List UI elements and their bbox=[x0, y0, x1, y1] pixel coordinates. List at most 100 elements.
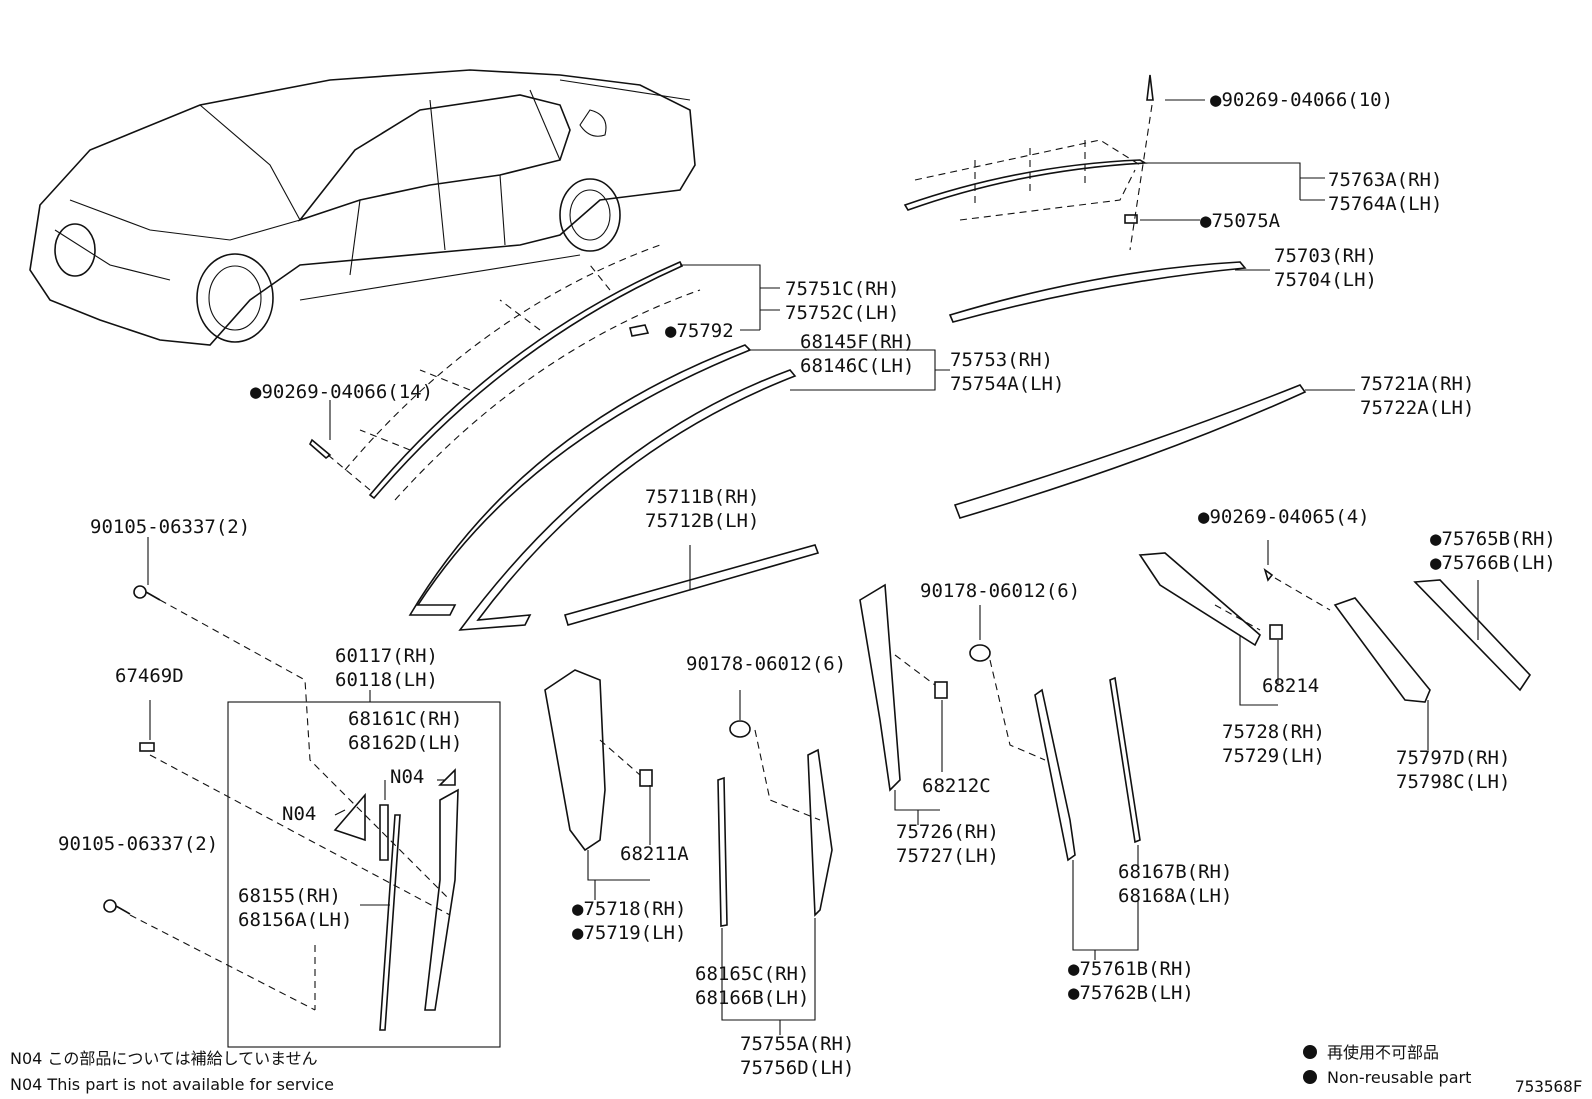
part-label: 90105-06337(2) bbox=[58, 833, 218, 855]
part-label: 90105-06337(2) bbox=[90, 516, 250, 538]
front-door-frame bbox=[408, 344, 752, 616]
leader-lines bbox=[147, 99, 1479, 1035]
molding-75765 bbox=[1413, 579, 1532, 692]
part-label: ●90269-04065(4) bbox=[1198, 506, 1370, 528]
frame-inner bbox=[424, 788, 459, 1011]
part-label: 75751C(RH) bbox=[785, 278, 899, 300]
part-label: 75729(LH) bbox=[1222, 745, 1325, 767]
strip-68165 bbox=[717, 776, 728, 927]
part-label: 68161C(RH) bbox=[348, 708, 462, 730]
part-label: ●75792 bbox=[665, 320, 734, 342]
part-label: 75755A(RH) bbox=[740, 1033, 854, 1055]
strip-75755 bbox=[807, 748, 833, 917]
pillar-75718 bbox=[544, 669, 606, 852]
part-label: ●75718(RH) bbox=[572, 898, 686, 920]
frame-68155 bbox=[379, 814, 401, 1031]
part-label: 68211A bbox=[620, 843, 689, 865]
part-label: 68162D(LH) bbox=[348, 732, 462, 754]
part-label: 75728(RH) bbox=[1222, 721, 1325, 743]
diagram-id: 753568F bbox=[1515, 1077, 1582, 1096]
nut-90178-b bbox=[969, 644, 991, 662]
part-label: 75704(LH) bbox=[1274, 269, 1377, 291]
part-label: 68155(RH) bbox=[238, 885, 341, 907]
part-label: N04 bbox=[282, 803, 316, 825]
clip-top bbox=[1146, 74, 1154, 101]
part-label: 75726(RH) bbox=[896, 821, 999, 843]
part-label: 68168A(LH) bbox=[1118, 885, 1232, 907]
strip-68167 bbox=[1109, 676, 1141, 844]
part-label: 75753(RH) bbox=[950, 349, 1053, 371]
legend-bullet-icon bbox=[1303, 1045, 1317, 1059]
part-label: 75712B(LH) bbox=[645, 510, 759, 532]
part-label: 75752C(LH) bbox=[785, 302, 899, 324]
nut-90178-a bbox=[729, 720, 751, 738]
part-label: 68146C(LH) bbox=[800, 355, 914, 377]
strip-75761 bbox=[1034, 688, 1076, 862]
part-label: 68167B(RH) bbox=[1118, 861, 1232, 883]
pillar-75797 bbox=[1333, 597, 1431, 703]
roof-side-molding bbox=[948, 261, 1247, 323]
part-label: ●75762B(LH) bbox=[1068, 982, 1194, 1004]
clip-75792 bbox=[629, 324, 650, 337]
part-label: 75727(LH) bbox=[896, 845, 999, 867]
part-label: 75798C(LH) bbox=[1396, 771, 1510, 793]
part-label: 75703(RH) bbox=[1274, 245, 1377, 267]
part-label: N04 bbox=[390, 766, 424, 788]
upper-molding bbox=[953, 384, 1307, 519]
legend-bullet-icon bbox=[1303, 1070, 1317, 1084]
part-label: 75797D(RH) bbox=[1396, 747, 1510, 769]
part-label: 75754A(LH) bbox=[950, 373, 1064, 395]
part-label: 68166B(LH) bbox=[695, 987, 809, 1009]
part-label: ●75075A bbox=[1200, 210, 1281, 232]
part-labels: ●90269-04066(10) 75763A(RH)75764A(LH) ●750… bbox=[58, 89, 1556, 1079]
part-label: ●90269-04066(10) bbox=[1210, 89, 1393, 111]
legend-en: Non-reusable part bbox=[1327, 1068, 1471, 1087]
clip-68214 bbox=[1269, 624, 1283, 640]
belt-molding bbox=[563, 544, 820, 626]
part-label: 90178-06012(6) bbox=[920, 580, 1080, 602]
part-label: 68156A(LH) bbox=[238, 909, 352, 931]
part-label: 60117(RH) bbox=[335, 645, 438, 667]
part-label: ●90269-04066(14) bbox=[250, 381, 433, 403]
part-label: 68165C(RH) bbox=[695, 963, 809, 985]
roof-molding bbox=[903, 159, 1148, 211]
part-label: 68212C bbox=[922, 775, 991, 797]
part-label: ●75766B(LH) bbox=[1430, 552, 1556, 574]
glass-68161 bbox=[379, 804, 389, 861]
windshield-molding bbox=[368, 260, 684, 500]
bolt-90105-a bbox=[133, 585, 161, 601]
seal-n04-a bbox=[333, 792, 366, 842]
bolt-90105-b bbox=[103, 899, 131, 915]
clip-75075a bbox=[1124, 214, 1138, 224]
part-label: 75721A(RH) bbox=[1360, 373, 1474, 395]
note-n04-jp: N04 この部品については補給していません bbox=[10, 1049, 318, 1068]
car-illustration bbox=[29, 69, 696, 346]
pillar-75728 bbox=[1138, 552, 1261, 647]
pillar-75726 bbox=[859, 583, 901, 792]
part-label: 60118(LH) bbox=[335, 669, 438, 691]
part-label: 90178-06012(6) bbox=[686, 653, 846, 675]
part-label: ●75719(LH) bbox=[572, 922, 686, 944]
part-label: 75711B(RH) bbox=[645, 486, 759, 508]
subassembly-box bbox=[227, 701, 501, 1048]
part-label: 75764A(LH) bbox=[1328, 193, 1442, 215]
part-label: 68214 bbox=[1262, 675, 1319, 697]
part-label: ●75765B(RH) bbox=[1430, 528, 1556, 550]
note-n04-en: N04 This part is not available for servi… bbox=[10, 1075, 334, 1094]
clip-14 bbox=[309, 438, 332, 460]
clip-68211a bbox=[639, 769, 653, 787]
clip-90269-04065 bbox=[1263, 567, 1274, 582]
clip-67469d bbox=[139, 742, 155, 752]
part-label: 75756D(LH) bbox=[740, 1057, 854, 1079]
part-label: ●75761B(RH) bbox=[1068, 958, 1194, 980]
legend-jp: 再使用不可部品 bbox=[1327, 1043, 1439, 1062]
clip-68212c bbox=[934, 681, 948, 699]
part-label: 75722A(LH) bbox=[1360, 397, 1474, 419]
part-label: 75763A(RH) bbox=[1328, 169, 1442, 191]
part-label: 67469D bbox=[115, 665, 184, 687]
rear-door-frame bbox=[458, 369, 797, 631]
seal-n04-b bbox=[438, 768, 456, 786]
part-label: 68145F(RH) bbox=[800, 331, 914, 353]
